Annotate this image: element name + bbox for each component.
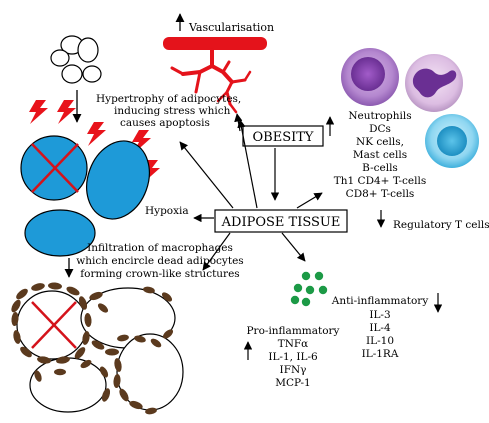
svg-text:inducing stress which: inducing stress which bbox=[114, 105, 231, 117]
svg-text:IL-1RA: IL-1RA bbox=[362, 348, 399, 360]
adipose-tissue-label: ADIPOSE TISSUE bbox=[221, 215, 341, 230]
vascularisation-group: Vascularisation bbox=[163, 13, 274, 114]
anti-inflammatory-list: Anti-inflammatory IL-3 IL-4 IL-10 IL-1RA bbox=[331, 295, 429, 360]
svg-text:Infiltration of macrophages: Infiltration of macrophages bbox=[87, 242, 233, 254]
small-adipocytes bbox=[50, 35, 102, 84]
adipocyte bbox=[29, 357, 107, 413]
obesity-label: OBESITY bbox=[253, 130, 314, 145]
pro-inflammatory-list: Pro-inflammatory TNFα IL-1, IL-6 IFNγ MC… bbox=[246, 325, 339, 389]
adipose-to-immune-arrow bbox=[296, 192, 323, 209]
svg-text:DCs: DCs bbox=[369, 123, 391, 135]
svg-text:Th1 CD4+ T-cells: Th1 CD4+ T-cells bbox=[334, 175, 426, 187]
immune-cell-illustrations bbox=[341, 48, 479, 168]
svg-text:IL-4: IL-4 bbox=[369, 322, 391, 334]
hypoxia-label: Hypoxia bbox=[145, 205, 189, 217]
svg-text:IFNγ: IFNγ bbox=[280, 364, 307, 376]
svg-text:Anti-inflammatory: Anti-inflammatory bbox=[331, 295, 429, 307]
svg-text:causes apoptosis: causes apoptosis bbox=[120, 117, 210, 129]
adipose-to-macrophage-arrow bbox=[202, 232, 231, 271]
svg-text:Neutrophils: Neutrophils bbox=[348, 110, 411, 122]
infiltration-text: Infiltration of macrophages which encirc… bbox=[76, 242, 243, 280]
svg-text:TNFα: TNFα bbox=[278, 338, 309, 350]
svg-text:B-cells: B-cells bbox=[362, 162, 398, 174]
svg-text:IL-3: IL-3 bbox=[369, 309, 390, 321]
immune-cells-list: Neutrophils DCs NK cells, Mast cells B-c… bbox=[334, 110, 426, 200]
svg-text:Hypertrophy of adipocytes,: Hypertrophy of adipocytes, bbox=[96, 93, 241, 105]
svg-text:Mast cells: Mast cells bbox=[353, 149, 407, 161]
crown-like-structures bbox=[11, 282, 184, 415]
adipocyte bbox=[86, 140, 150, 220]
lightning-icon bbox=[29, 100, 48, 124]
svg-text:forming crown-like structures: forming crown-like structures bbox=[80, 268, 239, 280]
svg-text:Pro-inflammatory: Pro-inflammatory bbox=[246, 325, 339, 337]
macrophages bbox=[11, 282, 174, 415]
adipose-to-hypertrophy-arrow bbox=[179, 141, 234, 209]
vascularisation-label: Vascularisation bbox=[188, 21, 274, 34]
lightning-icon bbox=[87, 122, 106, 146]
obesity-to-vessel-arrow bbox=[234, 113, 243, 132]
blood-vessel bbox=[163, 37, 267, 114]
lightning-icon bbox=[57, 100, 76, 124]
adipose-to-cytokines-arrow bbox=[281, 232, 306, 262]
svg-text:MCP-1: MCP-1 bbox=[275, 377, 311, 389]
svg-text:IL-10: IL-10 bbox=[366, 335, 394, 347]
adipose-to-vascular-arrow bbox=[237, 119, 258, 209]
svg-text:NK cells,: NK cells, bbox=[356, 136, 404, 148]
hypertrophy-text: Hypertrophy of adipocytes, inducing stre… bbox=[96, 93, 241, 129]
svg-text:IL-1, IL-6: IL-1, IL-6 bbox=[268, 351, 318, 363]
hypertrophic-adipocytes bbox=[20, 135, 150, 257]
regulatory-t-cells-label: Regulatory T cells bbox=[393, 219, 489, 231]
adipose-tissue-box bbox=[214, 209, 348, 233]
svg-text:CD8+ T-cells: CD8+ T-cells bbox=[346, 188, 415, 200]
adipocyte bbox=[24, 209, 96, 257]
cytokine-dots bbox=[290, 271, 328, 307]
svg-text:which encircle dead adipocytes: which encircle dead adipocytes bbox=[76, 255, 243, 267]
